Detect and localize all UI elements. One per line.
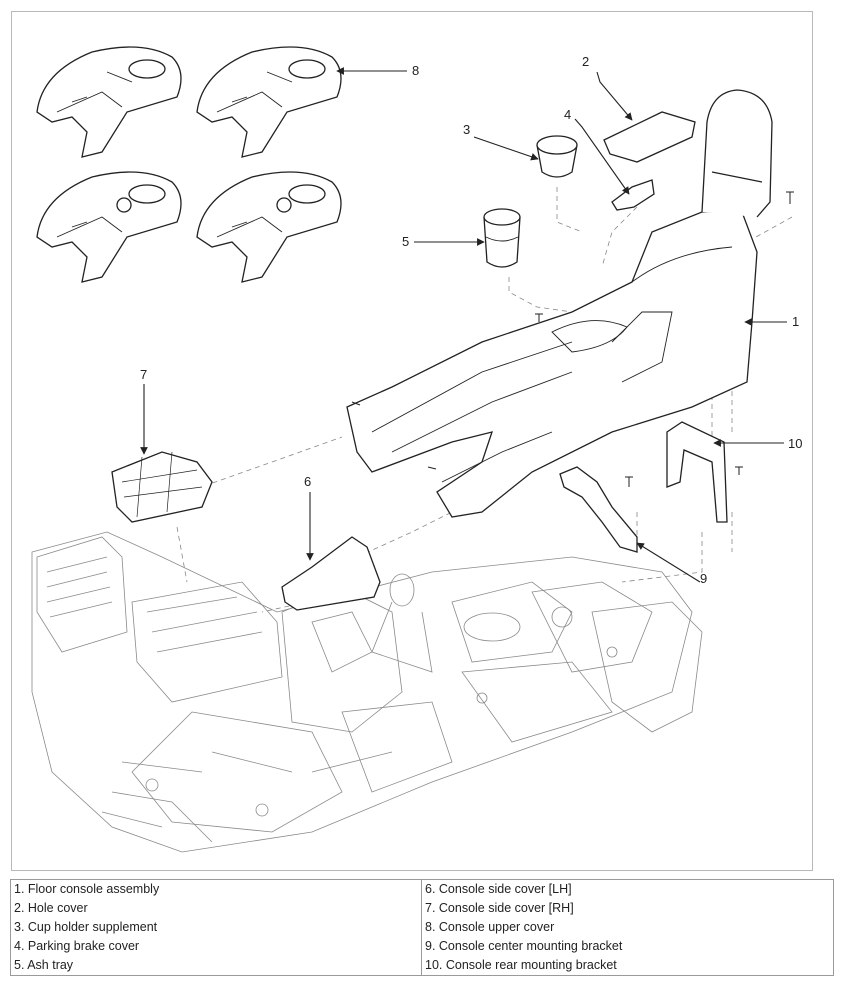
legend-item: 10. Console rear mounting bracket bbox=[425, 958, 617, 972]
callout-7: 7 bbox=[140, 367, 147, 382]
console-rear-mounting-bracket bbox=[666, 421, 728, 523]
callout-10: 10 bbox=[788, 436, 802, 451]
callout-4: 4 bbox=[564, 107, 571, 122]
console-side-cover-lh bbox=[281, 536, 381, 611]
upper-cover-variant-1 bbox=[36, 46, 182, 158]
legend-item: 1. Floor console assembly bbox=[10, 879, 422, 899]
parts-legend-table: 1. Floor console assembly 6. Console sid… bbox=[10, 879, 834, 976]
table-row: 1. Floor console assembly 6. Console sid… bbox=[10, 879, 834, 899]
table-row: 3. Cup holder supplement 8. Console uppe… bbox=[10, 918, 834, 937]
table-row: 5. Ash tray 10. Console rear mounting br… bbox=[10, 956, 834, 976]
vehicle-floor-sketch bbox=[31, 531, 703, 853]
callout-2: 2 bbox=[582, 54, 589, 69]
callout-1: 1 bbox=[792, 314, 799, 329]
upper-cover-variant-2 bbox=[196, 46, 342, 158]
ash-tray bbox=[483, 208, 521, 268]
upper-cover-variant-4 bbox=[196, 171, 342, 283]
parking-brake-cover bbox=[611, 179, 655, 211]
legend-item: 8. Console upper cover bbox=[425, 920, 555, 934]
legend-item: 6. Console side cover [LH] bbox=[425, 882, 572, 896]
callout-5: 5 bbox=[402, 234, 409, 249]
assembly-guide-lines bbox=[176, 187, 793, 613]
diagram-frame: 1 2 3 4 5 6 7 8 9 10 bbox=[11, 11, 813, 871]
callout-6: 6 bbox=[304, 474, 311, 489]
fastener-screws bbox=[351, 191, 794, 487]
legend-item: 7. Console side cover [RH] bbox=[425, 901, 574, 915]
legend-item: 2. Hole cover bbox=[10, 899, 422, 918]
legend-item: 3. Cup holder supplement bbox=[10, 918, 422, 937]
table-row: 4. Parking brake cover 9. Console center… bbox=[10, 937, 834, 956]
legend-item: 4. Parking brake cover bbox=[10, 937, 422, 956]
upper-cover-variant-3 bbox=[36, 171, 182, 283]
console-upper-cover-variants bbox=[36, 46, 342, 283]
floor-console-assembly bbox=[346, 89, 773, 518]
callout-8: 8 bbox=[412, 63, 419, 78]
console-side-cover-rh bbox=[111, 451, 213, 523]
callout-9: 9 bbox=[700, 571, 707, 586]
callout-3: 3 bbox=[463, 122, 470, 137]
cup-holder-supplement bbox=[536, 135, 578, 178]
table-row: 2. Hole cover 7. Console side cover [RH] bbox=[10, 899, 834, 918]
hole-cover bbox=[603, 111, 696, 163]
leader-arrows bbox=[140, 67, 787, 583]
exploded-parts-diagram: 1 2 3 4 5 6 7 8 9 10 bbox=[31, 46, 802, 853]
callout-labels: 1 2 3 4 5 6 7 8 9 10 bbox=[140, 54, 802, 586]
console-center-mounting-bracket bbox=[559, 466, 638, 553]
legend-item: 9. Console center mounting bracket bbox=[425, 939, 623, 953]
legend-item: 5. Ash tray bbox=[10, 956, 422, 976]
